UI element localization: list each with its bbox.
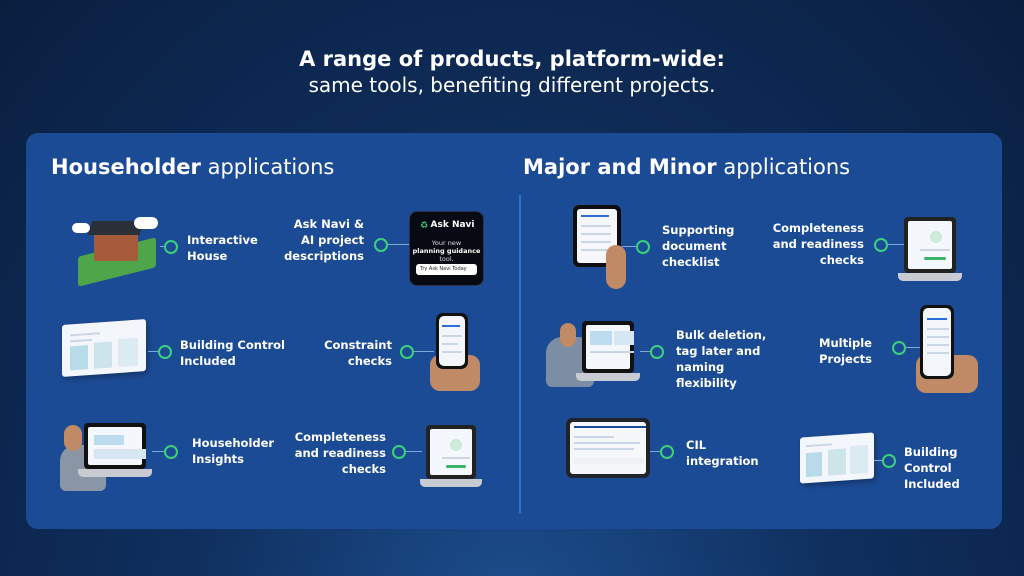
label-interactive-house: Interactive House [187, 233, 258, 263]
tablet-mockup [566, 418, 650, 478]
label-bulk-deletion: Bulk deletion, tag later and naming flex… [676, 328, 767, 390]
major-minor-title-rest: applications [716, 155, 851, 179]
building-control-card [62, 319, 146, 377]
connector-line [874, 460, 884, 461]
node-dot [164, 445, 178, 459]
connector-line [906, 347, 920, 348]
try-ask-navi-button[interactable]: Try Ask Navi Today [416, 264, 477, 275]
ask-navi-sub-3: tool. [439, 255, 454, 263]
laptop-mockup [420, 425, 482, 487]
connector-line [414, 351, 434, 352]
connector-line [650, 451, 664, 452]
label-supporting-document: Supporting document checklist [662, 223, 735, 269]
headline-line-1: A range of products, platform-wide: [299, 47, 725, 71]
laptop-mockup [576, 321, 640, 381]
hand-illustration [560, 323, 576, 347]
connector-line [148, 351, 162, 352]
ask-navi-card: ♻ Ask Navi Your new planning guidance to… [409, 211, 484, 286]
label-building-control-left: Building Control Included [180, 338, 285, 368]
house-illustration [72, 217, 162, 287]
node-dot [650, 345, 664, 359]
node-dot [392, 445, 406, 459]
node-dot [164, 240, 178, 254]
householder-title-rest: applications [200, 155, 335, 179]
laptop-mockup [78, 423, 152, 477]
section-divider [519, 195, 521, 513]
building-control-card [800, 432, 874, 484]
recycle-icon: ♻ [420, 221, 429, 231]
connector-line [152, 451, 166, 452]
label-householder-insights: Householder Insights [192, 436, 275, 466]
node-dot [892, 341, 906, 355]
node-dot [400, 345, 414, 359]
headline-line-2: same tools, benefiting different project… [308, 73, 716, 97]
node-dot [882, 454, 896, 468]
major-minor-title: Major and Minor applications [523, 155, 850, 179]
hand-illustration [64, 425, 82, 451]
label-building-control-right: Building Control Included [904, 445, 960, 491]
ask-navi-subtitle: Your new planning guidance tool. [410, 239, 483, 263]
connector-line [622, 246, 638, 247]
headline: A range of products, platform-wide: same… [0, 46, 1024, 98]
node-dot [636, 240, 650, 254]
phone-screen [436, 313, 468, 369]
major-minor-title-bold: Major and Minor [523, 155, 717, 179]
connector-line [640, 351, 654, 352]
householder-title: Householder applications [51, 155, 334, 179]
phone-mockup [920, 305, 954, 379]
ask-navi-sub-2: planning guidance [412, 247, 481, 255]
connector-line [406, 451, 422, 452]
connector-line [888, 244, 904, 245]
laptop-mockup [898, 217, 962, 281]
node-dot [874, 238, 888, 252]
label-completeness-left: Completeness and readiness checks [294, 430, 386, 476]
label-cil-integration: CIL integration [686, 438, 759, 468]
ask-navi-title: Ask Navi [430, 220, 475, 230]
label-multiple-projects: Multiple Projects [819, 336, 872, 366]
hand-illustration [606, 245, 626, 289]
label-ask-navi: Ask Navi & AI project descriptions [284, 217, 364, 263]
connector-line [388, 244, 410, 245]
label-completeness-right: Completeness and readiness checks [772, 221, 864, 267]
node-dot [660, 445, 674, 459]
householder-title-bold: Householder [51, 155, 201, 179]
ask-navi-sub-1: Your new [431, 239, 462, 247]
node-dot [158, 345, 172, 359]
node-dot [374, 238, 388, 252]
applications-panel: Householder applications Interactive Hou… [26, 133, 1002, 529]
label-constraint-checks: Constraint checks [324, 338, 392, 368]
